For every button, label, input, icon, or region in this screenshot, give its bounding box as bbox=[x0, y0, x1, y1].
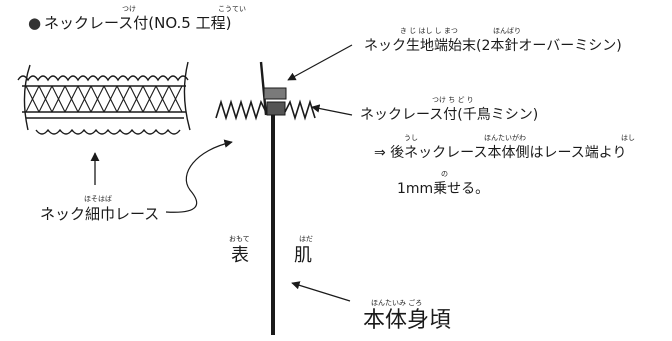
overlock-stitch-block bbox=[263, 87, 287, 100]
front-label: 表 bbox=[231, 245, 249, 266]
lace-bottom-scallop bbox=[35, 128, 181, 135]
seam-top-label: ネック生地端始末(2本針オーバーミシン) bbox=[364, 38, 622, 54]
zigzag-stitch-right bbox=[284, 99, 316, 121]
skin-ruby: はだ bbox=[299, 235, 313, 243]
note-ruby-3: はし bbox=[621, 134, 635, 142]
seam-top-ruby-2: ほんばり bbox=[493, 27, 521, 35]
zigzag-stitch-block bbox=[266, 101, 286, 116]
lace-swatch-right-edge bbox=[183, 61, 191, 131]
attach-label: ネックレース付(千鳥ミシン) bbox=[360, 107, 539, 123]
zigzag-stitch-left bbox=[215, 99, 267, 121]
lace-mesh bbox=[25, 85, 183, 113]
lace-swatch-left-edge bbox=[23, 64, 31, 131]
skin-label: 肌 bbox=[294, 245, 312, 266]
body-ruby: ほんたいみ ごろ bbox=[371, 299, 423, 307]
title-ruby-koutei: こうてい bbox=[218, 5, 246, 13]
title-ruby-tsuke: つけ bbox=[122, 5, 136, 13]
arrow-attach bbox=[311, 104, 353, 116]
seam-top-ruby-1: き じ はし し まつ bbox=[400, 27, 458, 35]
note-line2-ruby: の bbox=[441, 170, 448, 178]
title-bullet: ● bbox=[28, 14, 42, 32]
arrow-body bbox=[291, 281, 351, 302]
lace-top-scallop bbox=[17, 75, 189, 82]
lace-label: ネック細巾レース bbox=[40, 205, 160, 223]
attach-ruby: つけ ち ど り bbox=[432, 96, 474, 104]
title-text: ネックレース付(NO.5 工程) bbox=[44, 14, 232, 32]
note-ruby-2: ほんたいがわ bbox=[484, 134, 526, 142]
arrow-seam-top bbox=[287, 44, 353, 81]
arrow-lace bbox=[165, 139, 233, 213]
note-line-1: ⇒ 後ネックレース本体側はレース端より bbox=[374, 145, 627, 161]
lace-label-ruby: ほそはば bbox=[84, 195, 112, 203]
lace-swatch bbox=[17, 61, 191, 135]
note-line-2: 1mm乗せる。 bbox=[397, 181, 490, 197]
note-ruby-1: うし bbox=[404, 134, 418, 142]
front-ruby: おもて bbox=[229, 235, 250, 243]
body-label: 本体身頃 bbox=[363, 308, 452, 333]
